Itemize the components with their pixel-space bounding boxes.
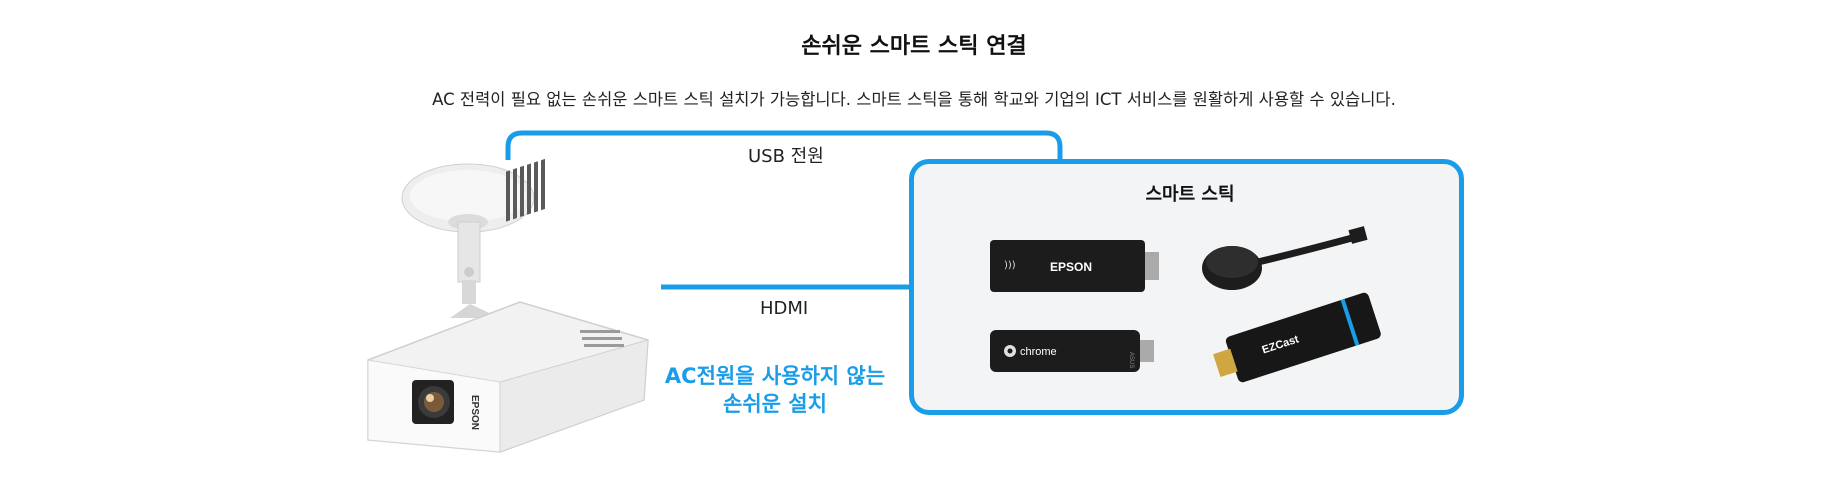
svg-text:))): ))) <box>1004 260 1016 271</box>
usb-cable-line <box>505 130 1063 160</box>
ac-label-line2: 손쉬운 설치 <box>723 392 827 416</box>
page-description: AC 전력이 필요 없는 손쉬운 스마트 스틱 설치가 가능합니다. 스마트 스… <box>432 90 1396 109</box>
ezcast-stick-image: EZCast <box>1213 292 1381 383</box>
hdmi-label: HDMI <box>760 298 809 319</box>
ac-label-line1: AC전원을 사용하지 않는 <box>664 364 886 388</box>
ac-free-install-label: AC전원을 사용하지 않는 손쉬운 설치 <box>650 362 900 418</box>
chrome-stick-image: chrome ASUS <box>990 330 1154 372</box>
chrome-stick-label: chrome <box>1020 346 1057 358</box>
epson-stick-image: ))) EPSON <box>990 240 1159 292</box>
usb-power-label: USB 전원 <box>748 146 824 167</box>
epson-stick-label: EPSON <box>1050 260 1092 274</box>
page-title: 손쉬운 스마트 스틱 연결 <box>801 34 1027 59</box>
projector-image: EPSON <box>367 158 649 453</box>
chrome-stick-side-label: ASUS <box>1128 352 1134 368</box>
smart-stick-title: 스마트 스틱 <box>1145 184 1235 205</box>
projector-brand: EPSON <box>469 395 480 430</box>
chromecast-image <box>1202 226 1368 290</box>
